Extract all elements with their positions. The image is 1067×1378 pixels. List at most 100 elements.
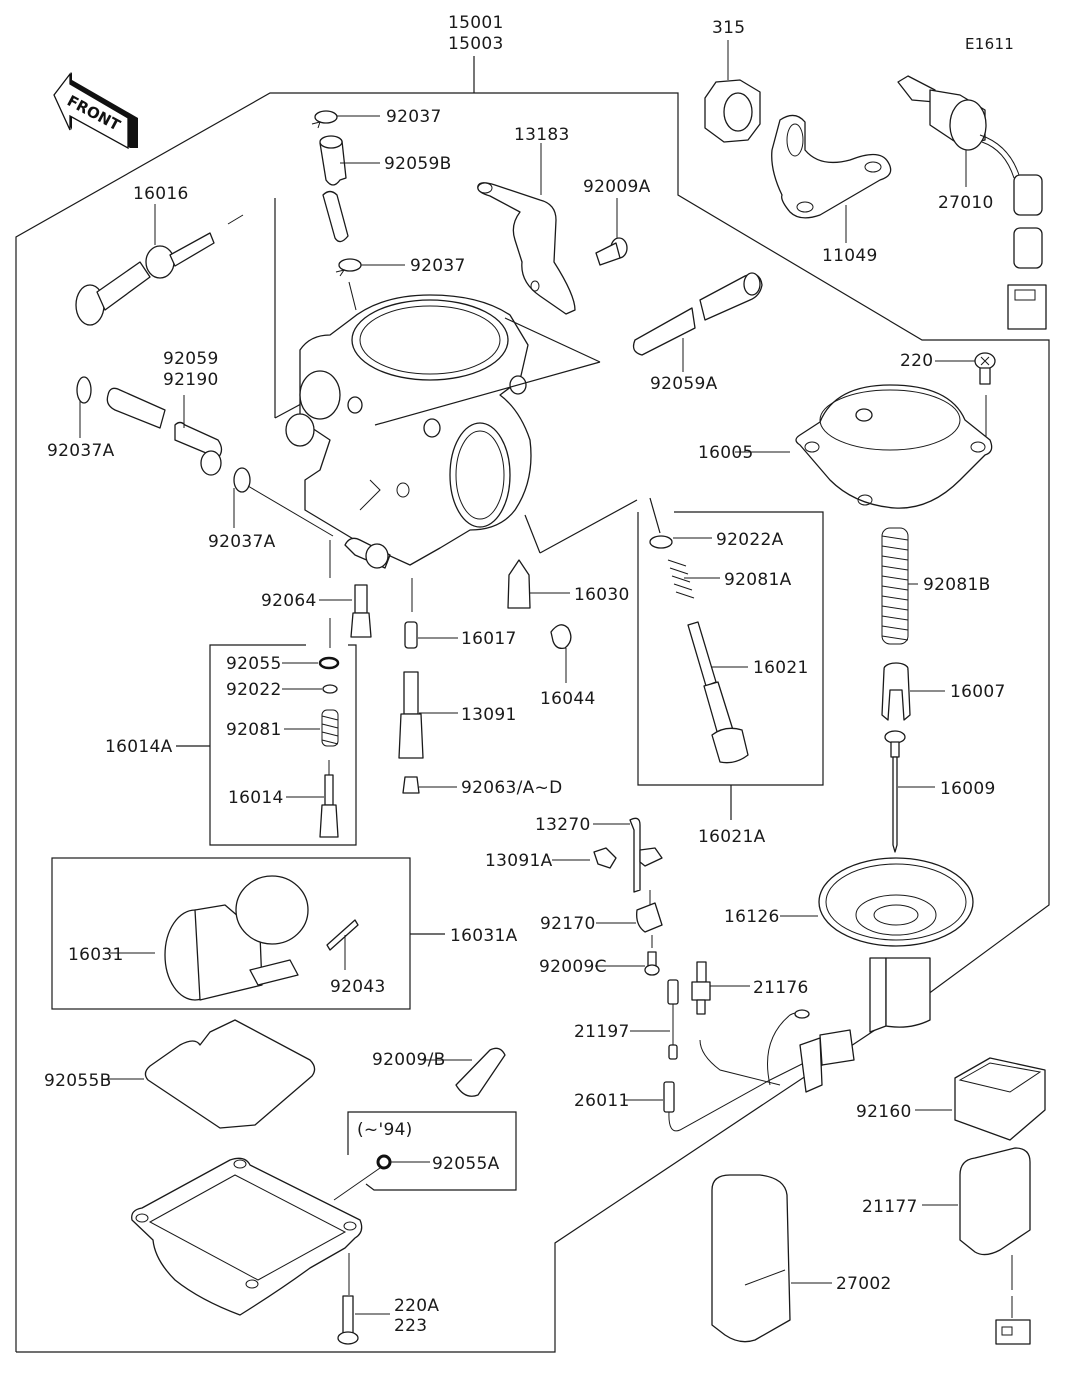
part-16031a-kit-box [51,857,445,1010]
part-92009b-screw [422,1047,506,1097]
part-16009-needle [884,730,935,853]
part-label-92059[interactable]: 92059 [163,349,219,369]
front-arrow-icon: FRONT [53,72,138,150]
part-label-92022[interactable]: 92022 [226,680,282,700]
part-carburetor-body [285,294,638,569]
part-16030-float-valve [507,559,570,609]
part-label-16031[interactable]: 16031 [68,945,124,965]
part-label-13270[interactable]: 13270 [535,815,591,835]
part-92037-clip-top [311,110,380,129]
model-year-note: (~'94) [357,1120,413,1140]
part-16017-jet-holder [404,578,458,649]
part-label-92055a[interactable]: 92055A [432,1154,500,1174]
part-label-16044[interactable]: 16044 [540,689,596,709]
part-label-315[interactable]: 315 [712,18,745,38]
part-label-16021a[interactable]: 16021A [698,827,766,847]
part-label-92170[interactable]: 92170 [540,914,596,934]
part-label-26011[interactable]: 26011 [574,1091,630,1111]
part-92064-jet [319,540,372,648]
part-label-92160[interactable]: 92160 [856,1102,912,1122]
part-92022a-washer [649,535,712,549]
part-label-16021[interactable]: 16021 [753,658,809,678]
part-16126-diaphragm [780,857,974,1033]
part-label-92009b[interactable]: 92009/B [372,1050,446,1070]
part-label-92081[interactable]: 92081 [226,720,282,740]
part-label-27010[interactable]: 27010 [938,193,994,213]
part-label-92037a-left[interactable]: 92037A [47,441,115,461]
part-label-27002[interactable]: 27002 [836,1274,892,1294]
part-27010-switch [897,75,1047,330]
part-16021-screw [687,621,749,764]
part-16016-starter-plunger [75,198,421,419]
part-label-16014a[interactable]: 16014A [105,737,173,757]
part-13091a-clamp [552,847,617,869]
part-92160-cover [915,1057,1046,1141]
part-label-16031a[interactable]: 16031A [450,926,518,946]
part-92055-oring [282,656,340,670]
part-label-16009[interactable]: 16009 [940,779,996,799]
part-label-16126[interactable]: 16126 [724,907,780,927]
part-16021a-kit-box [637,497,824,820]
part-label-92037-mid[interactable]: 92037 [410,256,466,276]
part-21197-probe [630,979,679,1060]
part-label-11049[interactable]: 11049 [822,246,878,266]
part-92022-washer [282,684,338,694]
part-label-92190[interactable]: 92190 [163,370,219,390]
part-label-92022a[interactable]: 92022A [716,530,784,550]
part-label-220[interactable]: 220 [900,351,933,371]
part-315-nut [704,40,761,143]
part-16005-cover [735,384,993,509]
part-label-92009a[interactable]: 92009A [583,177,651,197]
part-92055b-gasket [106,1019,316,1129]
part-label-13091a[interactable]: 13091A [485,851,553,871]
part-92081b-spring [881,527,918,645]
part-13183-lever [477,143,576,315]
part-92081-spring [284,709,339,747]
part-label-13091[interactable]: 13091 [461,705,517,725]
part-label-21197[interactable]: 21197 [574,1022,630,1042]
part-13091-needle-jet [398,671,458,759]
part-float-bowl [131,1157,363,1316]
part-26011-harness [624,1009,855,1132]
part-label-92037a-right[interactable]: 92037A [208,532,276,552]
part-21177-module [922,1147,1031,1345]
part-label-92043[interactable]: 92043 [330,977,386,997]
part-92009a-screw [595,198,628,266]
part-16014a-kit-box [176,644,357,846]
part-label-92037-top[interactable]: 92037 [386,107,442,127]
part-92037-clip-mid [335,258,405,311]
part-label-21176[interactable]: 21176 [753,978,809,998]
part-label-15003[interactable]: 15003 [448,34,504,54]
part-16044-clip [550,624,572,683]
part-92170-clamp [596,890,663,948]
part-label-16030[interactable]: 16030 [574,585,630,605]
part-label-16007[interactable]: 16007 [950,682,1006,702]
part-label-220a[interactable]: 220A [394,1296,439,1316]
part-220-screw [935,352,996,445]
part-label-223[interactable]: 223 [394,1316,427,1336]
part-label-16017[interactable]: 16017 [461,629,517,649]
part-label-92059b[interactable]: 92059B [384,154,452,174]
part-label-15001[interactable]: 15001 [448,13,504,33]
part-label-16016[interactable]: 16016 [133,184,189,204]
part-label-92059a[interactable]: 92059A [650,374,718,394]
part-92063-main-jet [402,776,457,794]
part-label-16014[interactable]: 16014 [228,788,284,808]
part-21176-sensor [691,961,750,1015]
part-label-92063[interactable]: 92063/A~D [461,778,562,798]
part-label-21177[interactable]: 21177 [862,1197,918,1217]
part-label-92081b[interactable]: 92081B [923,575,991,595]
part-label-92009c[interactable]: 92009C [539,957,607,977]
part-label-92055[interactable]: 92055 [226,654,282,674]
part-label-92064[interactable]: 92064 [261,591,317,611]
part-16014-screw [286,760,339,838]
diagram-code: E1611 [965,35,1014,53]
part-16007-retainer [881,662,945,721]
part-label-13183[interactable]: 13183 [514,125,570,145]
part-label-92081a[interactable]: 92081A [724,570,792,590]
part-220a-screw [337,1295,390,1345]
part-label-92055b[interactable]: 92055B [44,1071,112,1091]
part-92009c-screw [595,951,660,976]
part-label-16005[interactable]: 16005 [698,443,754,463]
